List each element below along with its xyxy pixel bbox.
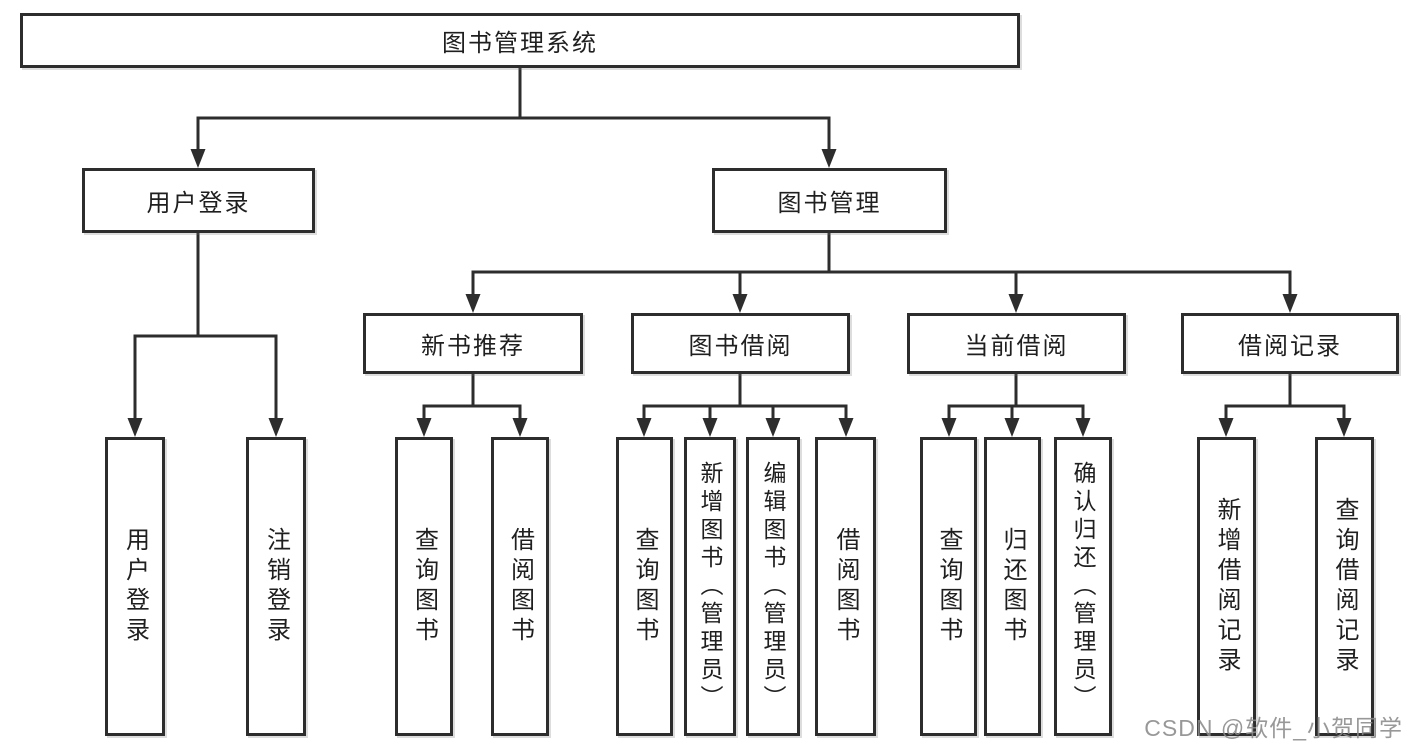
node-current-borrowing: 当前借阅 xyxy=(907,313,1126,374)
node-label: 当前借阅 xyxy=(964,333,1069,360)
leaf-confirm-return-admin: 确认归还（管理员） xyxy=(1054,437,1112,736)
leaf-label: 查询借阅记录 xyxy=(1331,496,1358,677)
node-label: 用户登录 xyxy=(146,190,251,217)
leaf-label: 借阅图书 xyxy=(506,526,534,647)
leaf-label: 用户登录 xyxy=(121,526,149,647)
node-book-management: 图书管理 xyxy=(712,168,947,233)
node-label: 图书管理 xyxy=(777,190,882,217)
leaf-query-borrow-record: 查询借阅记录 xyxy=(1315,437,1374,736)
csdn-watermark: CSDN @软件_小贺同学 xyxy=(1144,715,1403,741)
leaf-borrow-books-borrowing: 借阅图书 xyxy=(815,437,876,736)
leaf-label: 查询图书 xyxy=(935,526,962,647)
leaf-add-borrow-record: 新增借阅记录 xyxy=(1197,437,1256,736)
leaf-borrow-books-recommend: 借阅图书 xyxy=(491,437,549,736)
node-user-login: 用户登录 xyxy=(82,168,315,233)
connector-lines xyxy=(133,68,1346,419)
leaf-edit-book-admin: 编辑图书（管理员） xyxy=(746,437,800,736)
leaf-label: 注销登录 xyxy=(262,526,290,647)
leaf-label: 归还图书 xyxy=(999,526,1026,647)
leaf-label: 新增图书（管理员） xyxy=(697,460,723,713)
leaf-label: 借阅图书 xyxy=(832,526,859,647)
leaf-query-books-borrowing: 查询图书 xyxy=(616,437,673,736)
leaf-logout: 注销登录 xyxy=(246,437,306,736)
node-label: 图书管理系统 xyxy=(442,30,598,57)
leaf-user-login: 用户登录 xyxy=(105,437,165,736)
node-label: 图书借阅 xyxy=(688,333,793,360)
leaf-label: 查询图书 xyxy=(631,526,658,647)
leaf-label: 新增借阅记录 xyxy=(1213,496,1240,677)
node-borrowing-records: 借阅记录 xyxy=(1181,313,1399,374)
leaf-label: 查询图书 xyxy=(410,526,438,647)
leaf-add-book-admin: 新增图书（管理员） xyxy=(684,437,736,736)
leaf-query-books-recommend: 查询图书 xyxy=(395,437,453,736)
leaf-query-books-current: 查询图书 xyxy=(920,437,977,736)
leaf-label: 编辑图书（管理员） xyxy=(760,460,786,713)
leaf-label: 确认归还（管理员） xyxy=(1070,460,1096,713)
node-new-book-recommendation: 新书推荐 xyxy=(363,313,583,374)
node-library-management-system: 图书管理系统 xyxy=(20,13,1020,68)
leaf-return-book: 归还图书 xyxy=(984,437,1041,736)
node-label: 借阅记录 xyxy=(1238,333,1342,360)
node-label: 新书推荐 xyxy=(421,333,525,360)
node-book-borrowing: 图书借阅 xyxy=(631,313,850,374)
